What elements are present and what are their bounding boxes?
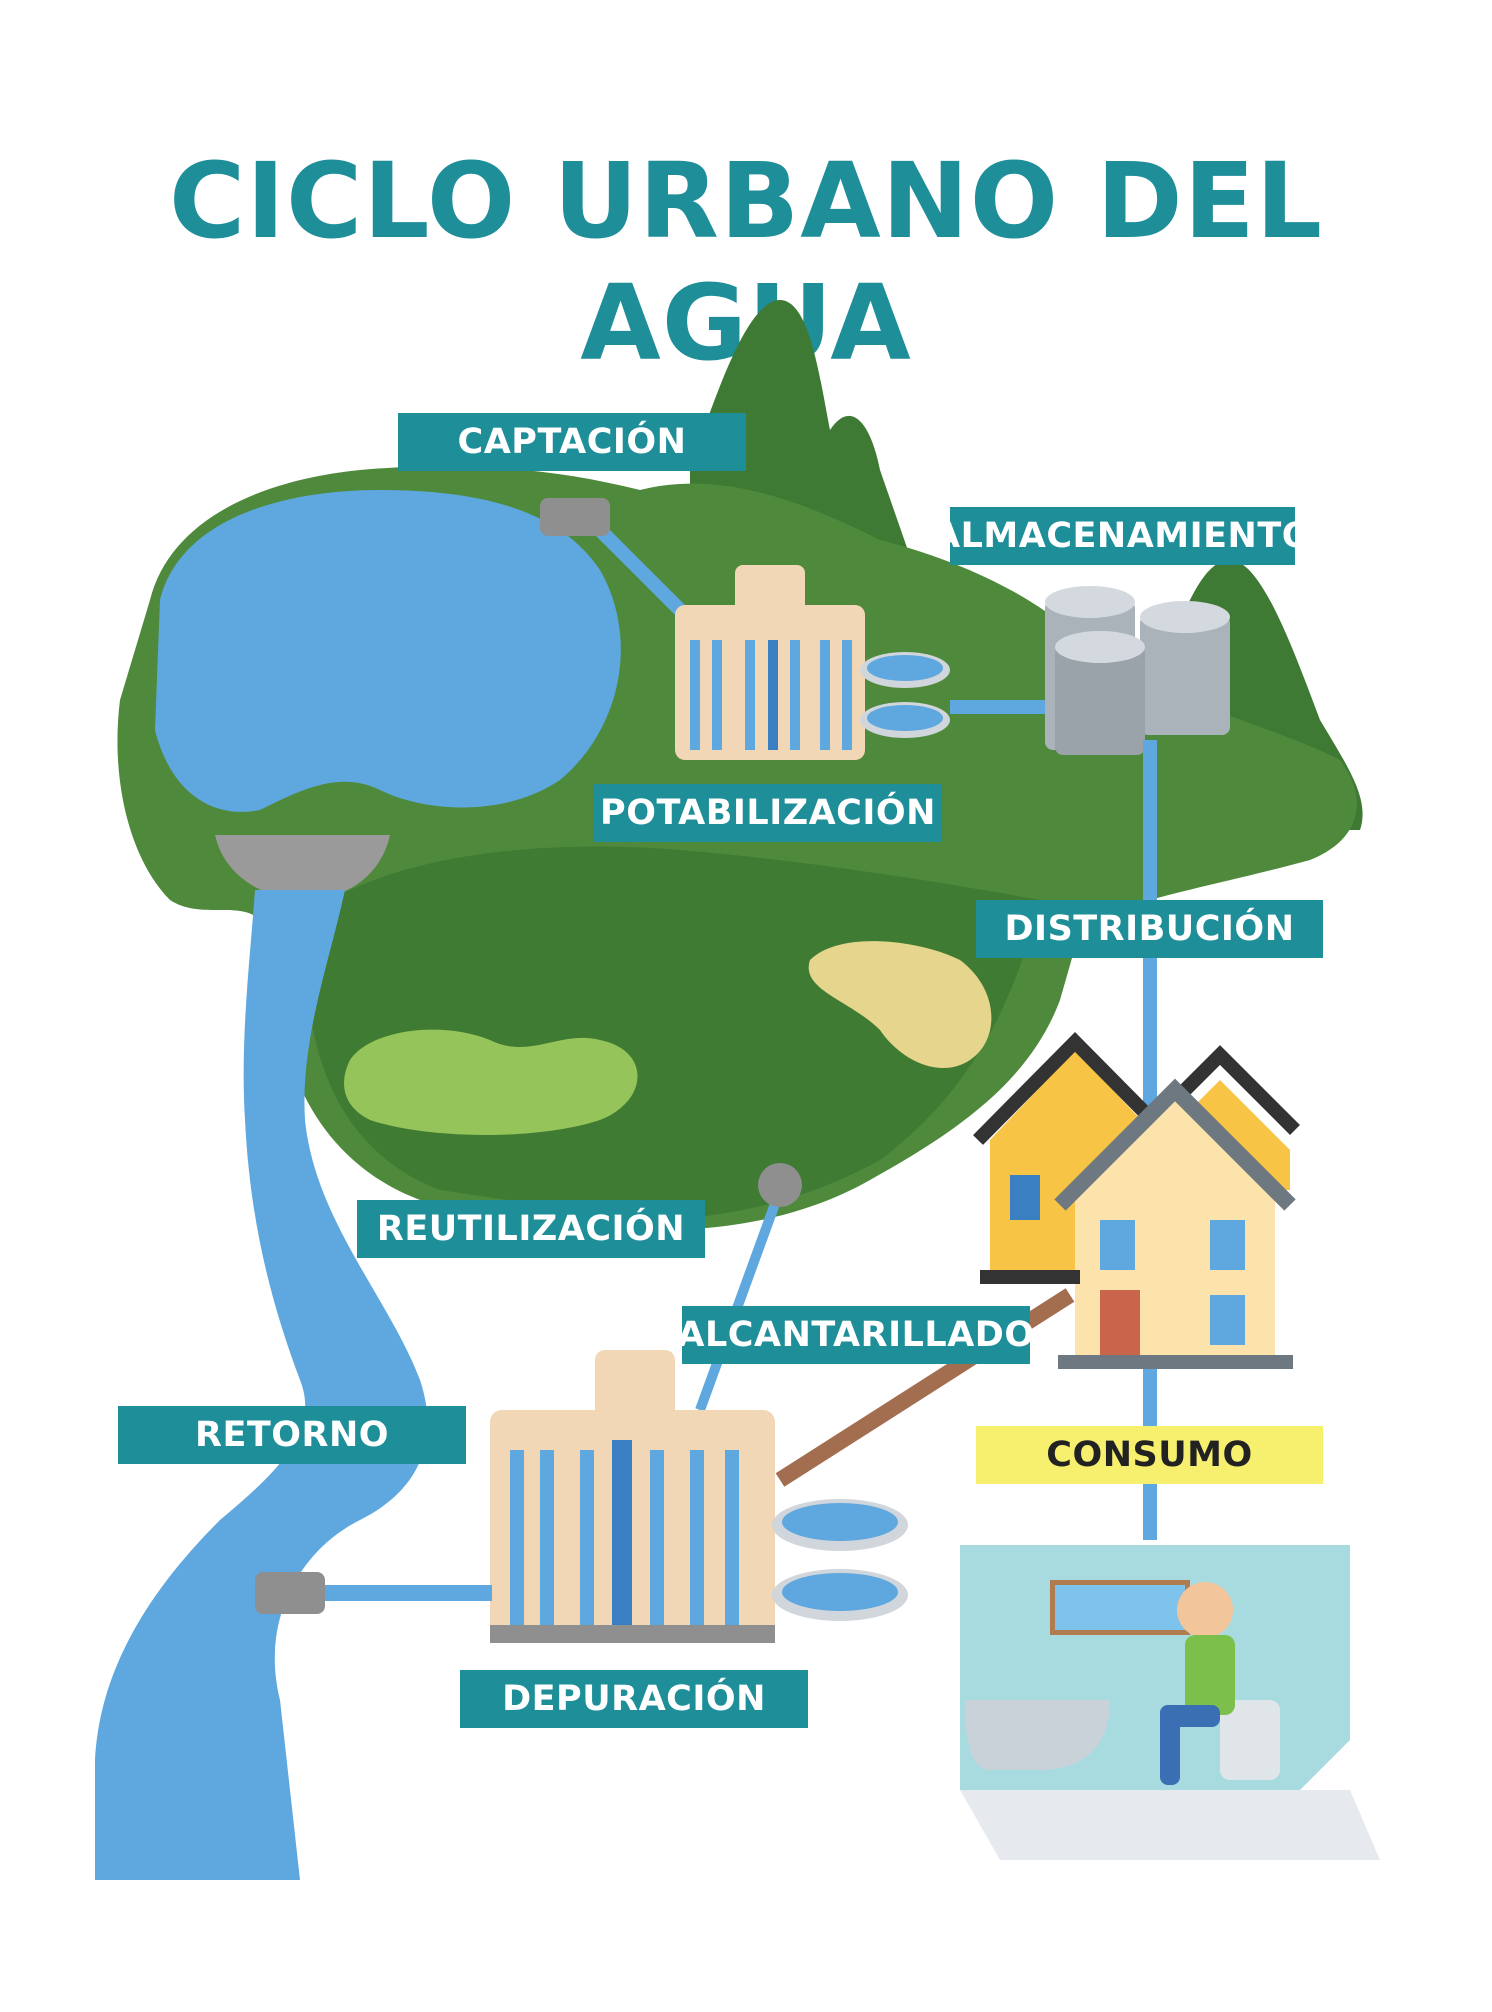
- stage-label-depuracion: DEPURACIÓN: [460, 1670, 808, 1728]
- pipe-to-storage: [950, 700, 1060, 714]
- stage-label-reutilizacion: REUTILIZACIÓN: [357, 1200, 705, 1258]
- potabilization-plant: [675, 565, 950, 760]
- stage-label-potabilizacion: POTABILIZACIÓN: [594, 784, 942, 842]
- bathroom: [960, 1545, 1380, 1860]
- treatment-plant: [490, 1350, 908, 1643]
- intake-structure: [540, 498, 610, 536]
- intake-pipe: [585, 515, 695, 625]
- stage-label-consumo: CONSUMO: [976, 1426, 1323, 1484]
- storage-tanks: [1045, 586, 1230, 755]
- stage-label-captacion: CAPTACIÓN: [398, 413, 746, 471]
- stage-label-alcantarillado: ALCANTARILLADO: [677, 1306, 1034, 1364]
- lake: [155, 490, 621, 812]
- outfall-structure: [255, 1572, 325, 1614]
- reuse-pipe: [695, 1188, 785, 1412]
- golf-green: [344, 1029, 638, 1135]
- houses: [973, 1032, 1300, 1369]
- stage-label-almacenamiento: ALMACENAMIENTO: [933, 507, 1311, 565]
- return-pipe: [320, 1585, 492, 1601]
- sand-trap: [808, 941, 992, 1069]
- dam: [215, 835, 390, 900]
- reuse-outlet: [758, 1163, 802, 1207]
- stage-label-retorno: RETORNO: [118, 1406, 466, 1464]
- stage-label-distribucion: DISTRIBUCIÓN: [976, 900, 1323, 958]
- page-title: CICLO URBANO DEL AGUA: [168, 140, 1324, 384]
- river: [95, 890, 428, 1880]
